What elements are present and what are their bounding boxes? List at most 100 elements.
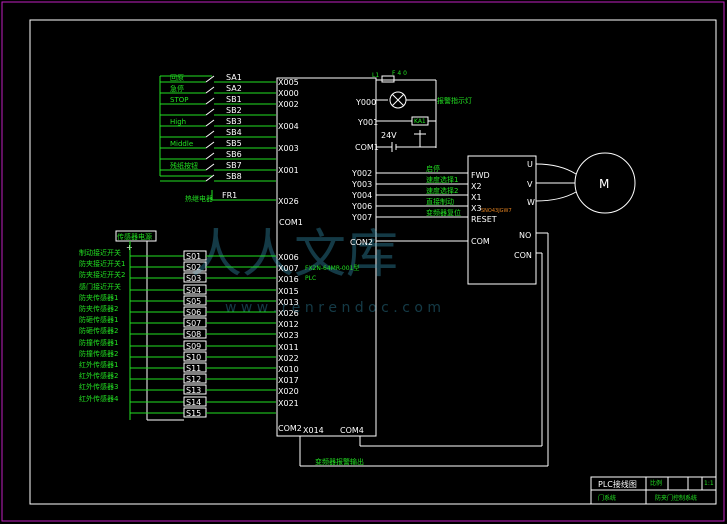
- alarm-output-area: Y000 Y001 COM1 F 4 0 L1 报警指示灯 KA1 24V: [355, 70, 472, 152]
- input-device: SB5: [226, 139, 242, 148]
- sensor-port: X022: [278, 354, 299, 363]
- sensor-port: X023: [278, 331, 299, 340]
- sensor-device: S04: [186, 286, 201, 295]
- 24v-label: 24V: [381, 131, 397, 140]
- output-y001: Y001: [357, 118, 378, 127]
- output-port: Y004: [351, 191, 372, 200]
- input-name: STOP: [170, 96, 188, 104]
- input-port: X000: [278, 89, 299, 98]
- input-device: SB7: [226, 161, 242, 170]
- output-label: 直接制动: [426, 197, 454, 206]
- sensor-port: X020: [278, 387, 299, 396]
- sensor-name: 防撞传感器2: [79, 349, 118, 358]
- vfd-u: U: [527, 160, 533, 169]
- sensor-name: 防夹接近开关1: [79, 259, 125, 268]
- sensor-name: 红外传感器3: [79, 382, 118, 391]
- top-input-sb2: SB2: [160, 106, 276, 116]
- input-device: SB2: [226, 106, 242, 115]
- sensor-port: X011: [278, 343, 299, 352]
- sensor-name: 感门接近开关: [79, 282, 121, 291]
- sensor-name: 红外传感器2: [79, 371, 118, 380]
- input-device: SA2: [226, 84, 242, 93]
- fr1-relay: 热继电器 FR1 X026: [185, 191, 299, 206]
- sensor-port: X026: [278, 309, 299, 318]
- input-name: Middle: [170, 140, 193, 148]
- input-device: SB6: [226, 150, 242, 159]
- sensor-port: X010: [278, 365, 299, 374]
- vfd-con: CON: [514, 251, 532, 260]
- top-input-sb4: SB4: [160, 128, 276, 138]
- sensor-port: X013: [278, 298, 299, 307]
- sensor-device: S12: [186, 375, 201, 384]
- input-device: SB8: [226, 172, 242, 181]
- vfd-output-y004: Y004 速度选择2: [351, 186, 468, 200]
- svg-text:+: +: [126, 243, 133, 252]
- vfd-note: SNO43JGW7: [481, 208, 512, 214]
- plc-com2: COM2: [278, 424, 302, 433]
- input-device: SA1: [226, 73, 242, 82]
- plc-body: [276, 77, 377, 437]
- output-label: 启停: [426, 164, 440, 173]
- vfd-box: [467, 155, 537, 285]
- sensor-name: 防砸传感器1: [79, 315, 118, 324]
- output-label: 变频器复位: [426, 208, 461, 217]
- plc-model: FX2N-64MR-001型: [305, 264, 359, 272]
- input-port: X002: [278, 100, 299, 109]
- sensor-device: S05: [186, 297, 201, 306]
- title-block-drawing: 防夹门控制系统: [655, 494, 697, 502]
- input-name: 急停: [170, 84, 184, 93]
- fr1-port: X026: [278, 197, 299, 206]
- output-y000: Y000: [355, 98, 376, 107]
- sensor-device: S13: [186, 386, 201, 395]
- sensor-s15: S15: [130, 407, 276, 418]
- sensor-device: S03: [186, 274, 201, 283]
- sensor-device: S14: [186, 398, 201, 407]
- fault-output-label: 变频器报警输出: [315, 457, 364, 466]
- watermark-text: 人人文库: [190, 225, 398, 285]
- output-com1: COM1: [355, 143, 379, 152]
- sensor-power-box: [115, 230, 157, 242]
- sensor-device: S07: [186, 319, 201, 328]
- sensor-device: S02: [186, 263, 201, 272]
- alarm-light-label: 报警指示灯: [437, 96, 472, 105]
- fuse-label: F 4 0: [392, 70, 407, 77]
- watermark-url: w w w . r e n r e n d o c . c o m: [225, 300, 441, 316]
- watermark: 人人文库 w w w . r e n r e n d o c . c o m: [190, 225, 441, 316]
- output-label: 速度选择2: [426, 186, 458, 195]
- output-port: Y003: [351, 180, 372, 189]
- sensor-name: 红外传感器1: [79, 360, 118, 369]
- input-port: X004: [278, 122, 299, 131]
- plc-com4: COM4: [340, 426, 364, 435]
- top-input-sb8: SB8: [160, 172, 276, 182]
- plc-com1: COM1: [279, 218, 303, 227]
- sensor-port: X017: [278, 376, 299, 385]
- vfd-w: W: [527, 198, 535, 207]
- fr1-device: FR1: [222, 191, 237, 200]
- sensor-name: 红外传感器4: [79, 394, 119, 403]
- sensor-name: 防夹传感器2: [79, 304, 118, 313]
- sensor-device: S06: [186, 308, 201, 317]
- plc-label: PLC: [305, 275, 316, 282]
- vfd-no: NO: [519, 231, 531, 240]
- vfd-x2: X2: [471, 182, 482, 191]
- sensor-s06: 防夹传感器2 S06 X026: [79, 304, 299, 318]
- motor: M: [535, 152, 636, 214]
- sensor-port: X006: [278, 253, 299, 262]
- vfd-reset: RESET: [471, 215, 497, 224]
